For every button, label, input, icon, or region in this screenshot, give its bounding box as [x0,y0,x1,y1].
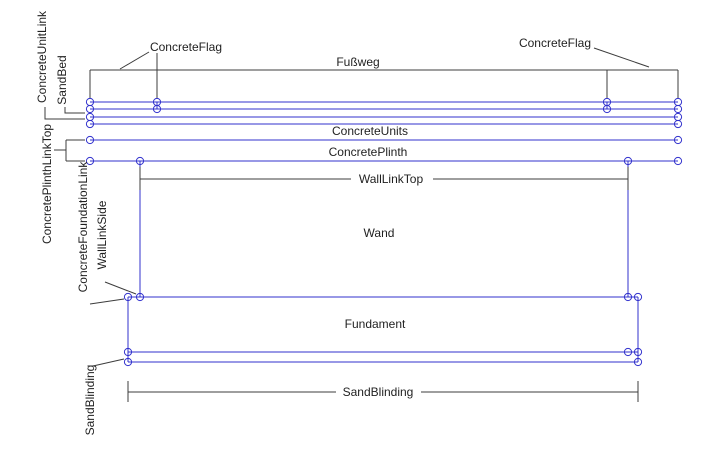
node-circle [623,156,633,166]
node-circle [673,104,683,114]
concrete-foundation-link-leader [89,298,125,305]
label-sand-blinding-left: SandBlinding [83,365,97,436]
section-geometry [90,101,678,363]
label-concrete-flag-left: ConcreteFlag [150,40,222,54]
label-wall-link-top: WallLinkTop [359,172,424,186]
rotated-labels: ConcreteUnitLink SandBed ConcretePlinthL… [35,10,109,435]
flag-leader-right [593,47,650,68]
node-circle [123,347,133,357]
node-circle [673,135,683,145]
node-circle [633,347,643,357]
label-wall-link-side: WallLinkSide [95,200,109,269]
node-circle [85,119,95,129]
label-concrete-plinth: ConcretePlinth [329,145,408,159]
node-circle [85,104,95,114]
label-concrete-flag-right: ConcreteFlag [519,36,591,50]
node-circle [673,119,683,129]
label-concrete-foundation-link: ConcreteFoundationLink [76,161,90,293]
link-nodes [85,97,683,367]
node-circle [123,357,133,367]
label-concrete-unit-link: ConcreteUnitLink [35,10,49,103]
horizontal-labels: ConcreteFlag ConcreteFlag Fußweg Concret… [150,36,591,399]
node-circle [623,292,633,302]
node-circle [85,156,95,166]
sand-bed-leader [64,107,85,114]
node-circle [633,357,643,367]
label-concrete-units: ConcreteUnits [332,124,408,138]
concrete-unit-link-leader [44,107,85,120]
label-concrete-plinth-link-top: ConcretePlinthLinkTop [40,124,54,244]
annotations [44,47,679,402]
node-circle [135,292,145,302]
node-circle [623,347,633,357]
label-sand-bed: SandBed [55,55,69,104]
node-circle [633,292,643,302]
node-circle [152,104,162,114]
wall-link-side-leader [104,281,137,295]
label-sand-blinding-bottom: SandBlinding [343,385,414,399]
label-fussweg: Fußweg [336,55,379,69]
sand-blinding-leader [92,358,125,367]
label-fundament: Fundament [345,317,406,331]
label-wand: Wand [364,226,395,240]
node-circle [673,156,683,166]
node-circle [123,292,133,302]
node-circle [85,135,95,145]
node-circle [602,104,612,114]
node-circle [135,156,145,166]
concrete-plinth-link-top-bracket [54,139,85,162]
flag-leader-left [119,51,150,70]
